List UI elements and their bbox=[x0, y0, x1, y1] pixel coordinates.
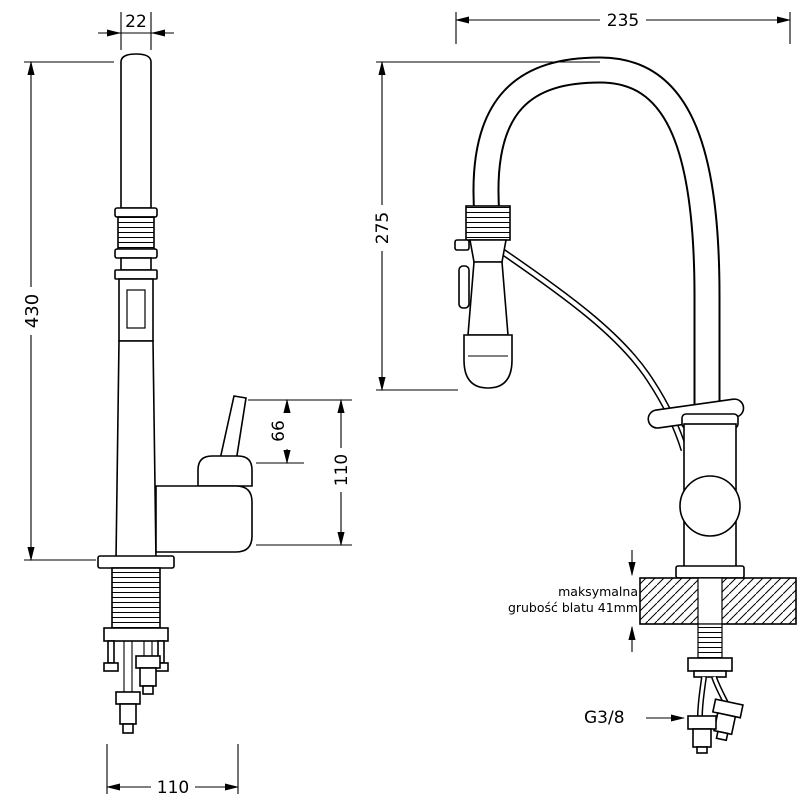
hose-b-nut bbox=[687, 715, 717, 730]
hose-right-nut bbox=[135, 655, 161, 669]
spray-head-clip bbox=[454, 239, 470, 251]
thread-size-label: G3/8 bbox=[584, 708, 625, 728]
spout-neck bbox=[120, 257, 152, 271]
hose-a-tip bbox=[715, 730, 729, 742]
right-view-faucet bbox=[454, 56, 797, 754]
swivel-joint bbox=[679, 475, 741, 537]
spray-head-nut bbox=[465, 205, 511, 241]
spray-head-toggle bbox=[458, 265, 470, 309]
dimension-reach: 235 bbox=[454, 11, 792, 44]
stud-left bbox=[107, 640, 115, 664]
counter-thickness-annotation: maksymalna grubość blatu 41mm bbox=[508, 550, 638, 652]
counter-note-line2: grubość blatu 41mm bbox=[508, 600, 638, 615]
left-view-faucet bbox=[97, 53, 253, 734]
hose-b-fill bbox=[698, 676, 706, 717]
dimension-handle-height: 66 bbox=[248, 398, 352, 465]
dimension-spout-height: 275 bbox=[372, 60, 600, 392]
counter-note-line1: maksymalna bbox=[558, 584, 638, 599]
hose-left-tip bbox=[122, 723, 134, 734]
spout-nut bbox=[117, 216, 155, 250]
dim-total-height-label: 430 bbox=[22, 294, 43, 328]
spray-head-bottom bbox=[463, 334, 513, 389]
hose-left-body bbox=[119, 703, 137, 725]
hose-b-body bbox=[692, 728, 712, 748]
threaded-shank bbox=[111, 567, 161, 629]
spout-flange-top bbox=[114, 207, 158, 218]
stud-nut-left bbox=[103, 662, 119, 672]
dim-reach-label: 235 bbox=[607, 11, 639, 31]
hose-left-nut bbox=[115, 691, 141, 705]
hose-b-tip bbox=[696, 746, 708, 754]
handle-pivot-cap bbox=[197, 455, 253, 487]
spray-head-neck bbox=[469, 239, 507, 263]
dim-handle-height-label: 66 bbox=[269, 420, 289, 442]
base-flange-right bbox=[675, 565, 745, 579]
hose-right-body bbox=[139, 667, 157, 687]
dimension-total-height: 430 bbox=[21, 60, 114, 562]
riser-column bbox=[115, 340, 157, 561]
spout-flange-low bbox=[114, 269, 158, 280]
hose-right-tip bbox=[142, 685, 154, 695]
dim-hose-width-label: 110 bbox=[157, 778, 189, 798]
dimension-spout-width: 22 bbox=[98, 12, 174, 50]
dim-spout-height-label: 275 bbox=[373, 212, 393, 244]
spout-tube bbox=[120, 53, 152, 209]
dim-spout-width-label: 22 bbox=[125, 12, 147, 32]
dimension-hose-width: 110 bbox=[105, 744, 240, 798]
dim-body-height-label: 110 bbox=[332, 454, 352, 486]
spray-head-body bbox=[467, 261, 509, 336]
shank-nut-right bbox=[687, 657, 733, 672]
spout-flange-mid bbox=[114, 248, 158, 259]
shank-thread-right bbox=[697, 623, 723, 659]
body-window bbox=[126, 289, 146, 329]
shank-through bbox=[697, 577, 723, 625]
dimension-body-height: 110 bbox=[256, 398, 352, 547]
thread-size-annotation: G3/8 bbox=[584, 708, 686, 728]
shank-washer-right bbox=[693, 670, 727, 678]
valve-body bbox=[155, 485, 253, 553]
mounting-bracket bbox=[103, 627, 169, 642]
gooseneck-hose-fill bbox=[474, 58, 719, 424]
base-plate bbox=[97, 555, 175, 569]
